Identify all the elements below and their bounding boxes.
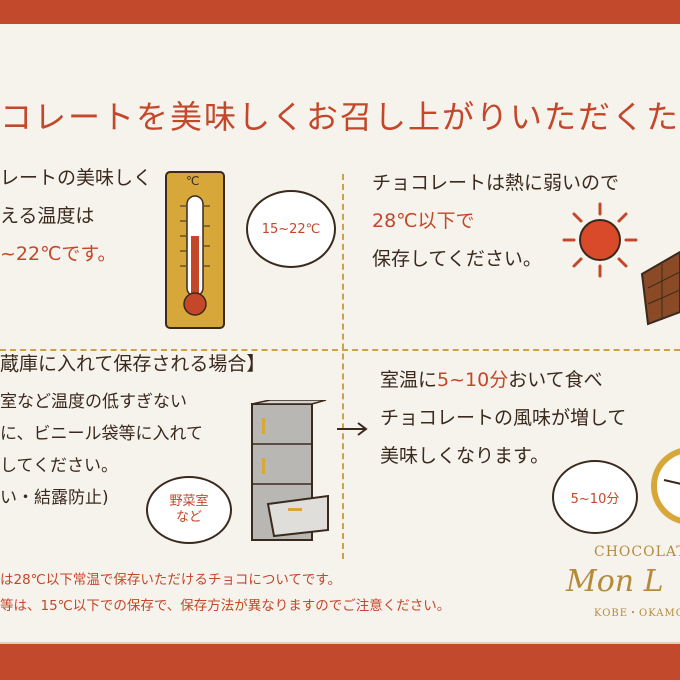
br-line1-suffix: おいて食べ — [508, 369, 603, 391]
br-line3: 美味しくなります。 — [380, 445, 550, 467]
br-line1-prefix: 室温に — [380, 369, 438, 391]
tl-line1: レートの美味しく — [0, 167, 153, 189]
arrow-right-icon — [337, 422, 368, 436]
refrigerator-icon — [251, 400, 329, 541]
brand-logo: Mon L — [566, 564, 664, 599]
tr-line3: 保存してください。 — [372, 248, 542, 270]
time-bubble: 5~10分 — [552, 460, 638, 534]
card-title: コレートを美味しくお召し上がりいただくた — [0, 98, 680, 136]
chocolate-bar-icon — [640, 250, 680, 326]
br-line2: チョコレートの風味が増して — [380, 407, 627, 429]
temperature-bubble: 15~22℃ — [246, 190, 336, 268]
vertical-divider — [342, 174, 344, 559]
clock-icon — [651, 448, 680, 524]
tr-line1: チョコレートは熱に弱いので — [372, 172, 620, 194]
footer-note1: は28℃以下常温で保存いただけるチョコについてです。 — [0, 572, 342, 588]
tl-line2: える温度は — [0, 205, 95, 227]
tl-line3: ~22℃です。 — [0, 243, 117, 265]
horizontal-divider — [0, 349, 680, 351]
br-line1-highlight: 5~10分 — [437, 369, 509, 391]
brand-sub: KOBE・OKAMO — [594, 608, 680, 619]
footer-note2: 等は、15℃以下での保存で、保存方法が異なりますのでご注意ください。 — [0, 598, 451, 614]
bl-line4: い・結露防止) — [0, 488, 109, 508]
info-card: コレートを美味しくお召し上がりいただくた レートの美味しく える温度は ~22℃… — [0, 24, 680, 644]
bubble-line2: など — [175, 510, 202, 525]
br-line1: 室温に5~10分おいて食べ — [380, 364, 603, 396]
thermometer-icon — [165, 171, 225, 329]
thermometer-unit-label: ℃ — [186, 174, 200, 188]
bl-heading: 蔵庫に入れて保存される場合】 — [0, 353, 266, 375]
bl-line3: してください。 — [0, 456, 118, 476]
tr-line2: 28℃以下で — [372, 210, 475, 232]
brand-top: CHOCOLATE — [594, 544, 680, 560]
sun-icon — [562, 202, 638, 278]
vegetable-room-bubble: 野菜室 など — [146, 476, 232, 544]
bubble-line1: 野菜室 — [169, 494, 209, 509]
bl-line2: に、ビニール袋等に入れて — [0, 424, 203, 444]
bl-line1: 室など温度の低すぎない — [0, 392, 187, 412]
